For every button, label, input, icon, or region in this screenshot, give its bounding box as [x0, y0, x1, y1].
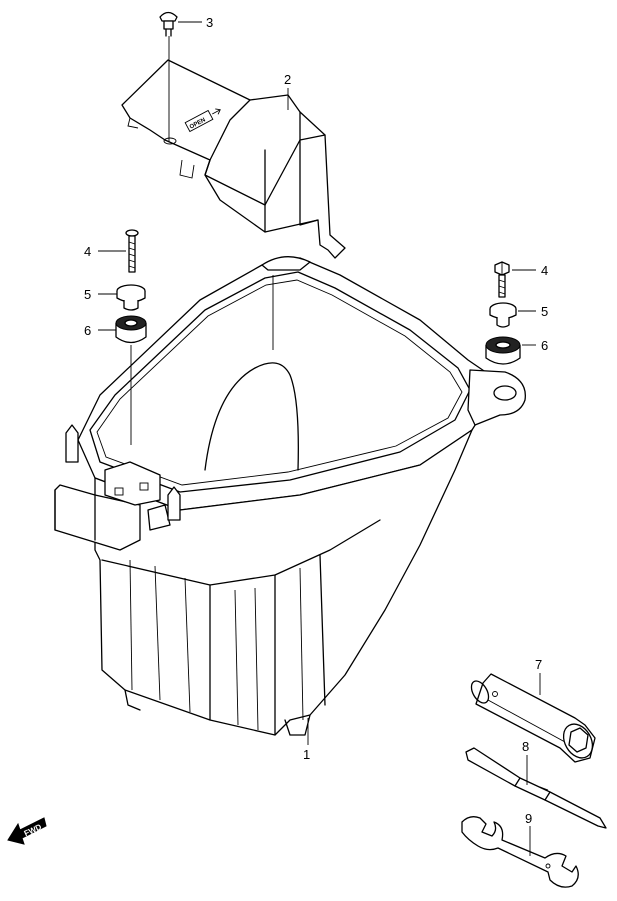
washer-right [489, 302, 517, 328]
wrench-tool [461, 816, 579, 888]
callout-7: 7 [535, 657, 542, 672]
callout-9: 9 [525, 811, 532, 826]
callout-1: 1 [303, 747, 310, 762]
callout-6-left: 6 [84, 323, 91, 338]
callout-3: 3 [206, 15, 213, 30]
washer-left [116, 284, 146, 311]
box-part [54, 256, 526, 736]
callout-6-right: 6 [541, 338, 548, 353]
callout-2: 2 [284, 72, 291, 87]
cushion-right [485, 336, 521, 365]
screw-left [125, 229, 139, 273]
box-spanner-tool [470, 673, 596, 763]
screwdriver-tool [465, 747, 607, 829]
svg-text:FWD: FWD [23, 822, 44, 838]
callout-8: 8 [522, 739, 529, 754]
box-cover-part: OPEN [121, 59, 346, 259]
clip-part [159, 11, 178, 142]
bolt-right [494, 261, 510, 298]
callout-4-right: 4 [541, 263, 548, 278]
callout-4-left: 4 [84, 244, 91, 259]
callout-5-left: 5 [84, 287, 91, 302]
cushion-left [115, 315, 147, 344]
callout-5-right: 5 [541, 304, 548, 319]
leader-lines [98, 21, 541, 856]
callout-labels: 1 2 3 4 5 6 4 5 6 7 8 9 [84, 15, 548, 826]
fwd-direction-arrow: FWD [7, 817, 47, 845]
